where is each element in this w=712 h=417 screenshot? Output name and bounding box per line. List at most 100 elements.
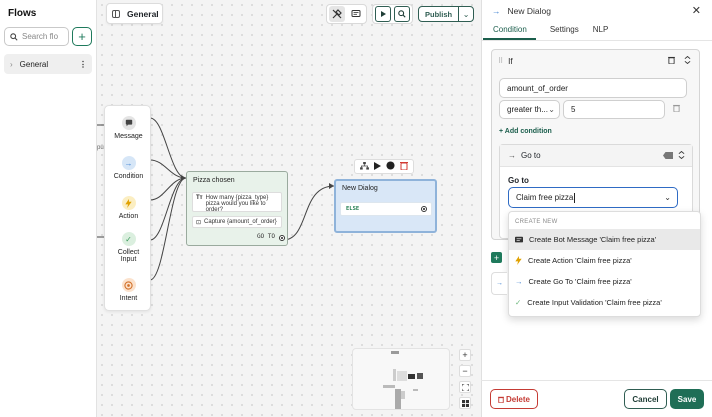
create-goto-option[interactable]: → Create Go To 'Claim free pizza': [509, 271, 700, 292]
delete-button[interactable]: Delete: [490, 389, 538, 409]
wrench-icon[interactable]: [329, 6, 345, 22]
drag-handle-icon[interactable]: ⠿: [498, 58, 504, 65]
collapse-icon[interactable]: [684, 55, 691, 66]
play-icon[interactable]: [373, 161, 381, 172]
palette-label-line2: Input: [120, 256, 137, 263]
node-pizza-chosen[interactable]: Pizza chosen Tт How many {pizza_type} pi…: [186, 171, 288, 246]
close-icon[interactable]: ✕: [691, 5, 701, 17]
condition-variable-value: amount_of_order: [507, 83, 568, 93]
view-toggle-group: [326, 4, 367, 24]
chevron-right-icon: ›: [10, 59, 13, 69]
publish-button[interactable]: Publish ⌄: [418, 6, 475, 22]
collapse-icon[interactable]: [678, 150, 692, 161]
else-branch-card-edge[interactable]: →: [491, 272, 507, 295]
condition-operator-value: greater th...: [507, 105, 548, 114]
node-toolbar: [354, 159, 414, 174]
panel-tabs: Condition Settings NLP: [483, 22, 609, 40]
divider: [481, 380, 712, 381]
condition-if-label: If: [508, 56, 513, 66]
add-flow-button[interactable]: +: [72, 27, 92, 46]
condition-operator-select[interactable]: greater th... ⌄: [499, 100, 560, 119]
option-label: Create Input Validation 'Claim free pizz…: [527, 298, 662, 307]
palette-action[interactable]: Action: [105, 196, 152, 220]
flow-canvas[interactable]: [97, 0, 481, 417]
add-condition-link[interactable]: + Add condition: [499, 128, 552, 135]
minimap-toggle-button[interactable]: [459, 397, 471, 409]
palette-collect-input[interactable]: ✓ Collect Input: [105, 232, 152, 263]
message-icon: [515, 236, 523, 242]
text-icon: Tт: [196, 195, 203, 201]
goto-action-header[interactable]: → Go to: [500, 145, 692, 167]
output-port[interactable]: [279, 235, 285, 241]
trash-icon[interactable]: [673, 104, 680, 114]
chevron-down-icon[interactable]: ⌄: [462, 9, 470, 19]
chat-icon[interactable]: [348, 6, 364, 22]
node-new-dialog[interactable]: New Dialog ELSE: [334, 179, 437, 233]
zoom-out-button[interactable]: −: [459, 365, 471, 377]
cancel-button[interactable]: Cancel: [624, 389, 667, 409]
condition-variable-input[interactable]: amount_of_order: [499, 78, 687, 98]
record-icon[interactable]: [386, 161, 395, 172]
clear-icon[interactable]: [663, 152, 673, 159]
goto-target-input[interactable]: Claim free pizza ⌄: [508, 187, 678, 208]
create-input-validation-option[interactable]: ✓ Create Input Validation 'Claim free pi…: [509, 292, 700, 313]
create-bot-message-option[interactable]: Create Bot Message 'Claim free pizza': [509, 229, 700, 250]
cut-off-node-label: pul: [97, 145, 106, 151]
lightning-icon: [121, 196, 136, 210]
save-button[interactable]: Save: [670, 389, 704, 409]
target-icon: [121, 278, 136, 292]
canvas-flow-tab[interactable]: General: [106, 3, 163, 24]
palette-intent[interactable]: Intent: [105, 278, 152, 302]
condition-value: 5: [571, 105, 576, 114]
output-port[interactable]: [421, 206, 427, 212]
capture-icon: ⊡: [196, 220, 202, 226]
zoom-in-button[interactable]: +: [459, 349, 471, 361]
tab-nlp[interactable]: NLP: [592, 25, 609, 34]
node-palette: Message → Condition Action ✓ Collect Inp…: [104, 105, 151, 311]
node-step-message[interactable]: Tт How many {pizza_type} pizza would you…: [192, 192, 282, 213]
arrow-right-icon: →: [121, 156, 136, 170]
chevron-down-icon[interactable]: ⌄: [664, 193, 671, 202]
more-vertical-icon[interactable]: ⋮: [79, 59, 87, 69]
dropdown-header: CREATE NEW: [515, 219, 558, 225]
hierarchy-icon[interactable]: [359, 161, 369, 172]
sidebar-item-general[interactable]: › General ⋮: [4, 54, 92, 74]
palette-label: Condition: [113, 173, 144, 180]
chevron-down-icon: ⌄: [548, 105, 555, 114]
node-step-text: Capture {amount_of_order}: [204, 219, 277, 225]
flows-sidebar: Flows Search flo + › General ⋮: [0, 0, 97, 417]
palette-condition[interactable]: → Condition: [105, 156, 152, 180]
add-branch-button[interactable]: +: [491, 252, 502, 263]
else-label: ELSE: [346, 206, 360, 212]
condition-header: ⠿ If: [492, 50, 699, 72]
flow-search-input[interactable]: Search flo: [4, 27, 69, 46]
node-goto-label: GO TO: [256, 233, 275, 240]
arrow-right-icon: →: [492, 6, 501, 16]
node-step-capture[interactable]: ⊡ Capture {amount_of_order}: [192, 216, 282, 228]
node-else-branch[interactable]: ELSE: [340, 202, 432, 216]
publish-label: Publish: [419, 7, 460, 21]
goto-section-label: Go to: [508, 176, 529, 185]
option-label: Create Action 'Claim free pizza': [528, 256, 632, 265]
create-action-option[interactable]: Create Action 'Claim free pizza': [509, 250, 700, 271]
condition-value-input[interactable]: 5: [563, 100, 665, 119]
tab-condition[interactable]: Condition: [483, 22, 536, 40]
arrow-right-icon: →: [508, 151, 516, 160]
check-icon: ✓: [121, 232, 136, 246]
option-label: Create Bot Message 'Claim free pizza': [529, 235, 657, 244]
grid-icon: [461, 399, 469, 407]
run-tools-group: [372, 4, 413, 24]
search-icon: [10, 32, 18, 41]
palette-message[interactable]: Message: [105, 116, 152, 140]
minimap[interactable]: [352, 348, 450, 410]
palette-label: Intent: [119, 295, 138, 302]
trash-icon[interactable]: [400, 161, 409, 172]
fit-icon: [461, 383, 469, 391]
search-icon[interactable]: [394, 6, 410, 22]
trash-icon[interactable]: [668, 56, 675, 66]
tab-settings[interactable]: Settings: [549, 25, 579, 34]
fit-view-button[interactable]: [459, 381, 471, 393]
sidebar-title: Flows: [8, 8, 37, 19]
message-icon: [121, 116, 136, 130]
play-icon[interactable]: [375, 6, 391, 22]
